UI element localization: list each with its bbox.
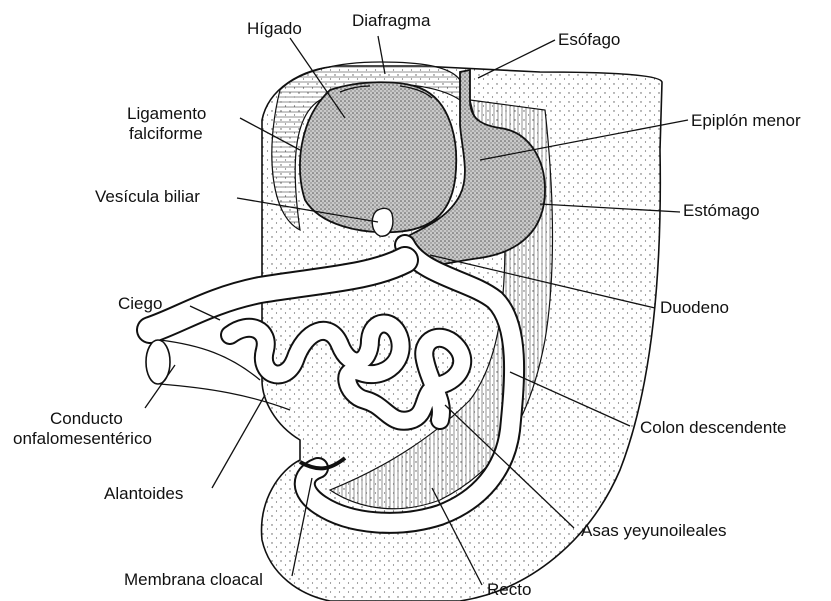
- label-membrana-cloacal: Membrana cloacal: [124, 570, 263, 590]
- label-conducto-line2: onfalomesentérico: [13, 429, 152, 449]
- gallbladder: [372, 208, 393, 236]
- label-ciego: Ciego: [118, 294, 162, 314]
- label-higado: Hígado: [247, 19, 302, 39]
- label-esofago: Esófago: [558, 30, 620, 50]
- label-recto: Recto: [487, 580, 531, 600]
- label-ligamento-line1: Ligamento: [127, 104, 206, 124]
- label-alantoides: Alantoides: [104, 484, 183, 504]
- label-epiplon-menor: Epiplón menor: [691, 111, 801, 131]
- label-diafragma: Diafragma: [352, 11, 430, 31]
- label-colon-descendente: Colon descendente: [640, 418, 787, 438]
- label-duodeno: Duodeno: [660, 298, 729, 318]
- label-vesicula-biliar: Vesícula biliar: [95, 187, 200, 207]
- label-ligamento-line2: falciforme: [129, 124, 203, 144]
- label-estomago: Estómago: [683, 201, 760, 221]
- label-conducto-line1: Conducto: [50, 409, 123, 429]
- label-asas-yeyunoileales: Asas yeyunoileales: [581, 521, 727, 541]
